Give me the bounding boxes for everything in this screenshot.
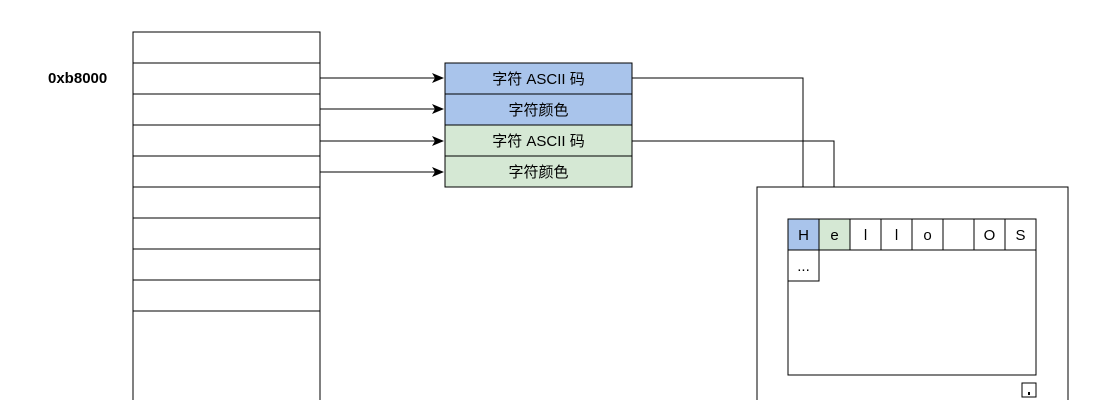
char-entry-label: 字符 ASCII 码 xyxy=(492,133,585,150)
screen-char: H xyxy=(798,227,809,244)
screen-char-box xyxy=(911,218,944,251)
char-entry-list: 字符 ASCII 码 字符颜色 字符 ASCII 码 字符颜色 xyxy=(444,62,633,188)
screen-char-cell: S xyxy=(1004,218,1037,251)
screen-char: o xyxy=(923,227,931,244)
char-entry-box xyxy=(444,155,633,188)
screen-char: O xyxy=(984,227,996,244)
screen-char-cell: e xyxy=(818,218,851,251)
char-entry-ascii-1: 字符 ASCII 码 xyxy=(444,62,633,95)
screen-char: e xyxy=(830,227,838,244)
memory-to-entry-arrows xyxy=(320,73,444,177)
char-entry-color-2: 字符颜色 xyxy=(444,155,633,188)
power-button-icon xyxy=(1021,382,1037,398)
char-entry-label: 字符 ASCII 码 xyxy=(492,71,585,88)
memory-column-frame xyxy=(132,31,321,400)
screen-char-box xyxy=(818,218,851,251)
screen-char-box xyxy=(880,218,913,251)
screen-char: l xyxy=(895,227,898,244)
char-entry-label: 字符颜色 xyxy=(508,102,568,119)
screen-char-cell: o xyxy=(911,218,944,251)
address-label: 0xb8000 xyxy=(48,70,107,87)
char-entry-color-1: 字符颜色 xyxy=(444,93,633,126)
screen-char-cell: l xyxy=(849,218,882,251)
screen-char-cell xyxy=(942,218,975,251)
char-entry-label: 字符颜色 xyxy=(508,164,568,181)
ellipsis-text: ... xyxy=(797,258,810,275)
ellipsis-cell-box xyxy=(787,249,820,282)
screen-char-box xyxy=(973,218,1006,251)
screen-char-cell: l xyxy=(880,218,913,251)
screen-char-box xyxy=(942,218,975,251)
char-entry-ascii-2: 字符 ASCII 码 xyxy=(444,124,633,157)
screen-char-box xyxy=(849,218,882,251)
screen-char-cell: H xyxy=(787,218,820,251)
screen-char-cell: O xyxy=(973,218,1006,251)
screen-char: l xyxy=(864,227,867,244)
screen-char-box xyxy=(1004,218,1037,251)
video-memory-column xyxy=(132,31,321,400)
connector-ascii-to-h xyxy=(632,77,808,219)
screen-ellipsis-cell: ... xyxy=(787,249,820,282)
screen-char: S xyxy=(1015,227,1025,244)
